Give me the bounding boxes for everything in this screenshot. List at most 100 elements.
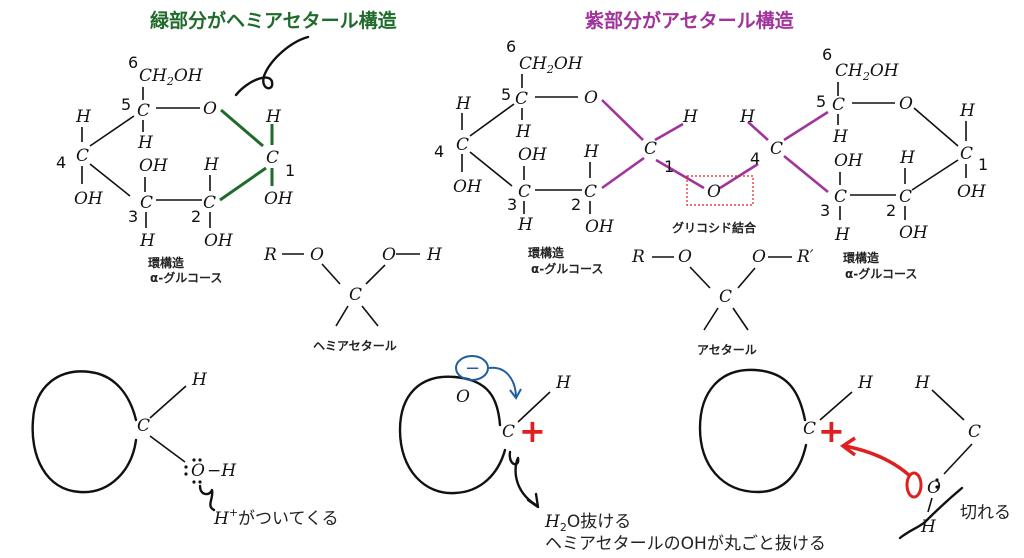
ch2oh-group: CH2OH: [519, 54, 584, 76]
carbon-5: C: [137, 101, 150, 121]
oxygen: O: [382, 245, 396, 265]
carbon-number-1: 1: [978, 155, 988, 174]
carbon-number-2: 2: [571, 195, 581, 214]
bond: [149, 385, 187, 419]
ch2oh-group: CH2OH: [835, 61, 900, 83]
carbon-4: C: [76, 146, 89, 166]
hydrogen: H: [682, 107, 699, 127]
attack-arrowhead: [839, 436, 857, 457]
carbon-number-6: 6: [506, 37, 516, 56]
bond: [732, 307, 749, 331]
hydroxyl: OH: [518, 145, 548, 165]
carbon: C: [968, 422, 981, 442]
hemiacetal-formula: R O O H C ヘミアセタール: [263, 245, 443, 353]
alpha-glucose-left: 6 CH2OH 5 C O H H 4 C OH OH C 3 H H C 2 …: [56, 35, 310, 285]
carbon-number-6: 6: [128, 53, 138, 72]
carbon-number-3: 3: [820, 201, 830, 220]
hydrogen: H: [515, 122, 532, 142]
attack-arrow: [844, 444, 912, 478]
bond: [89, 163, 131, 197]
bond-breaks-text: 切れる: [960, 503, 1011, 523]
hydrogen: H: [959, 101, 976, 121]
positive-charge: +: [519, 412, 546, 450]
carbon: C: [719, 287, 732, 307]
carbon-4: C: [456, 135, 469, 155]
hydroxyl: OH: [834, 151, 864, 171]
negative-charge: −: [465, 358, 480, 379]
ring-outline: [398, 375, 507, 495]
bond: [365, 264, 386, 285]
acetal-bond: [747, 121, 769, 141]
r-prime-group: R′: [796, 247, 814, 267]
carbon-number-2: 2: [886, 201, 896, 220]
carbon-1: C: [644, 139, 657, 159]
oxygen: O: [927, 478, 941, 498]
electron-arrow: [488, 366, 517, 397]
hemiacetal-bond: [220, 108, 264, 148]
electron-arrowhead: [509, 388, 522, 400]
carbon-1: C: [266, 148, 279, 168]
acetal-bond: [601, 156, 645, 190]
ring-outline: [31, 370, 138, 494]
hydrogen: H: [739, 107, 756, 127]
glycosidic-oxygen: O: [707, 182, 721, 202]
bond: [517, 391, 551, 423]
carbon-number-5: 5: [816, 92, 826, 111]
bond: [911, 159, 959, 191]
pointer-arrow: [234, 35, 310, 97]
bond: [321, 263, 341, 285]
acetal-bond: [654, 122, 684, 142]
bond: [927, 497, 933, 513]
hydrogen: H: [834, 225, 851, 245]
hydrogen: H: [203, 155, 220, 175]
hydrogen: H: [832, 127, 849, 147]
carbon-2: C: [899, 187, 912, 207]
acetal-label: アセタール: [697, 343, 757, 357]
oxygen-highlight: [905, 471, 923, 499]
ring-oxygen: O: [899, 94, 913, 114]
acetal-bond: [601, 99, 644, 141]
bond: [149, 435, 186, 463]
hydrogen: H: [191, 370, 208, 390]
bond: [913, 107, 959, 147]
ring-structure-label: 環構造: [843, 250, 880, 265]
carbocation: C: [803, 419, 816, 439]
hydroxyl: OH: [453, 177, 483, 197]
carbon-3: C: [140, 193, 153, 213]
oxygen: O: [752, 247, 766, 267]
carbon-1: C: [960, 144, 973, 164]
carbon-number-6: 6: [822, 45, 832, 64]
mechanism-step-bond-formation: C + H H C O H 切れる: [698, 368, 1011, 540]
hydrogen: H: [899, 148, 916, 168]
bond: [361, 305, 379, 327]
alpha-glucose-label: α-グルコース: [531, 261, 603, 276]
carbon-3: C: [518, 182, 531, 202]
ring-structure-label: 環構造: [148, 255, 185, 270]
carbon-number-3: 3: [507, 195, 517, 214]
hydroxyl: OH: [204, 231, 234, 251]
acetal-bond: [783, 154, 829, 194]
bond: [737, 267, 756, 289]
hydroxyl: OH: [139, 156, 169, 176]
bond: [943, 443, 973, 475]
hydrogen: H: [265, 107, 282, 127]
oxygen: O: [191, 461, 205, 481]
ring-oxygen: O: [584, 88, 598, 108]
carbon-number-1: 1: [285, 161, 295, 180]
carbon: C: [137, 416, 150, 436]
cut-mark: [898, 486, 964, 540]
bond: [931, 389, 965, 421]
carbon-2: C: [584, 182, 597, 202]
hydroxyl: OH: [899, 223, 929, 243]
oxygen: O: [456, 387, 470, 407]
carbocation: C: [502, 422, 515, 442]
hydrogen-bond-label: −H: [207, 461, 237, 481]
alpha-glucose-label: α-グルコース: [150, 270, 222, 285]
leaving-arrowhead: [526, 492, 540, 509]
carbon-number-2: 2: [191, 207, 201, 226]
ring-outline: [698, 368, 808, 494]
acetal-bond: [783, 110, 829, 142]
bond: [819, 391, 853, 421]
carbon-3: C: [834, 187, 847, 207]
